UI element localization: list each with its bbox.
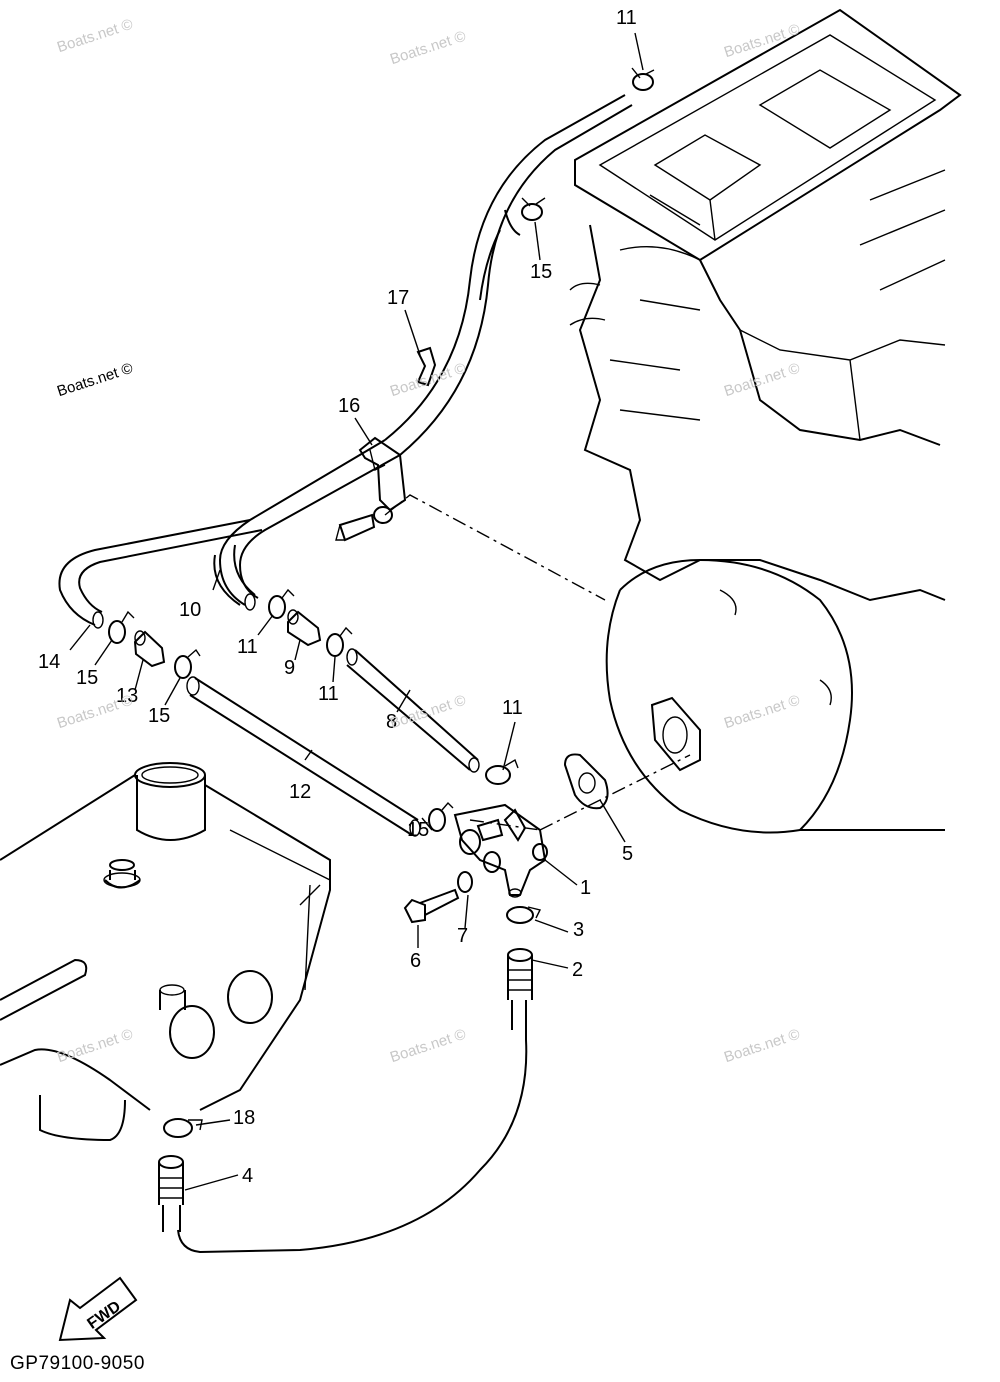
leader-lines [384, 494, 691, 831]
callout-11: 11 [616, 7, 637, 29]
joint-9 [287, 609, 322, 647]
hose-12 [186, 676, 421, 837]
engine-block [569, 8, 962, 834]
callout-8: 8 [386, 711, 398, 733]
clamp-16 [335, 436, 407, 542]
callout-12: 12 [289, 781, 312, 803]
hose-2 [177, 948, 533, 1254]
callout-2: 2 [572, 959, 584, 981]
callout-16: 16 [338, 395, 361, 417]
callout-15: 15 [407, 819, 430, 841]
callout-11: 11 [318, 683, 339, 705]
upper-hose [58, 94, 633, 626]
hose-4 [158, 1155, 184, 1232]
washer-7 [457, 871, 473, 893]
callout-15: 15 [530, 261, 553, 283]
callout-5: 5 [622, 843, 634, 865]
callout-1: 1 [580, 877, 592, 899]
forward-arrow-icon: FWD [58, 1276, 138, 1342]
callout-4: 4 [242, 1165, 254, 1187]
clamps [108, 67, 655, 1138]
fuel-tank [0, 762, 331, 1142]
hose-8 [346, 648, 480, 773]
callout-15: 15 [76, 667, 99, 689]
callout-17: 17 [387, 287, 410, 309]
bolt-6 [403, 888, 460, 924]
callout-14: 14 [38, 651, 61, 673]
gasket-5 [563, 753, 609, 810]
callout-10: 10 [179, 599, 202, 621]
joint-13 [133, 630, 166, 668]
fuel-cock [453, 803, 548, 898]
hose-ends [92, 544, 256, 629]
callout-11: 11 [237, 636, 258, 658]
callout-18: 18 [233, 1107, 256, 1129]
callout-11: 11 [502, 697, 523, 719]
callout-leaders [69, 32, 644, 1191]
callout-3: 3 [573, 919, 585, 941]
callout-9: 9 [284, 657, 296, 679]
clip-17 [416, 346, 437, 387]
callout-15: 15 [148, 705, 171, 727]
callout-7: 7 [457, 925, 469, 947]
callout-13: 13 [116, 685, 139, 707]
diagram-code: GP79100-9050 [10, 1353, 145, 1374]
callout-6: 6 [410, 950, 422, 972]
